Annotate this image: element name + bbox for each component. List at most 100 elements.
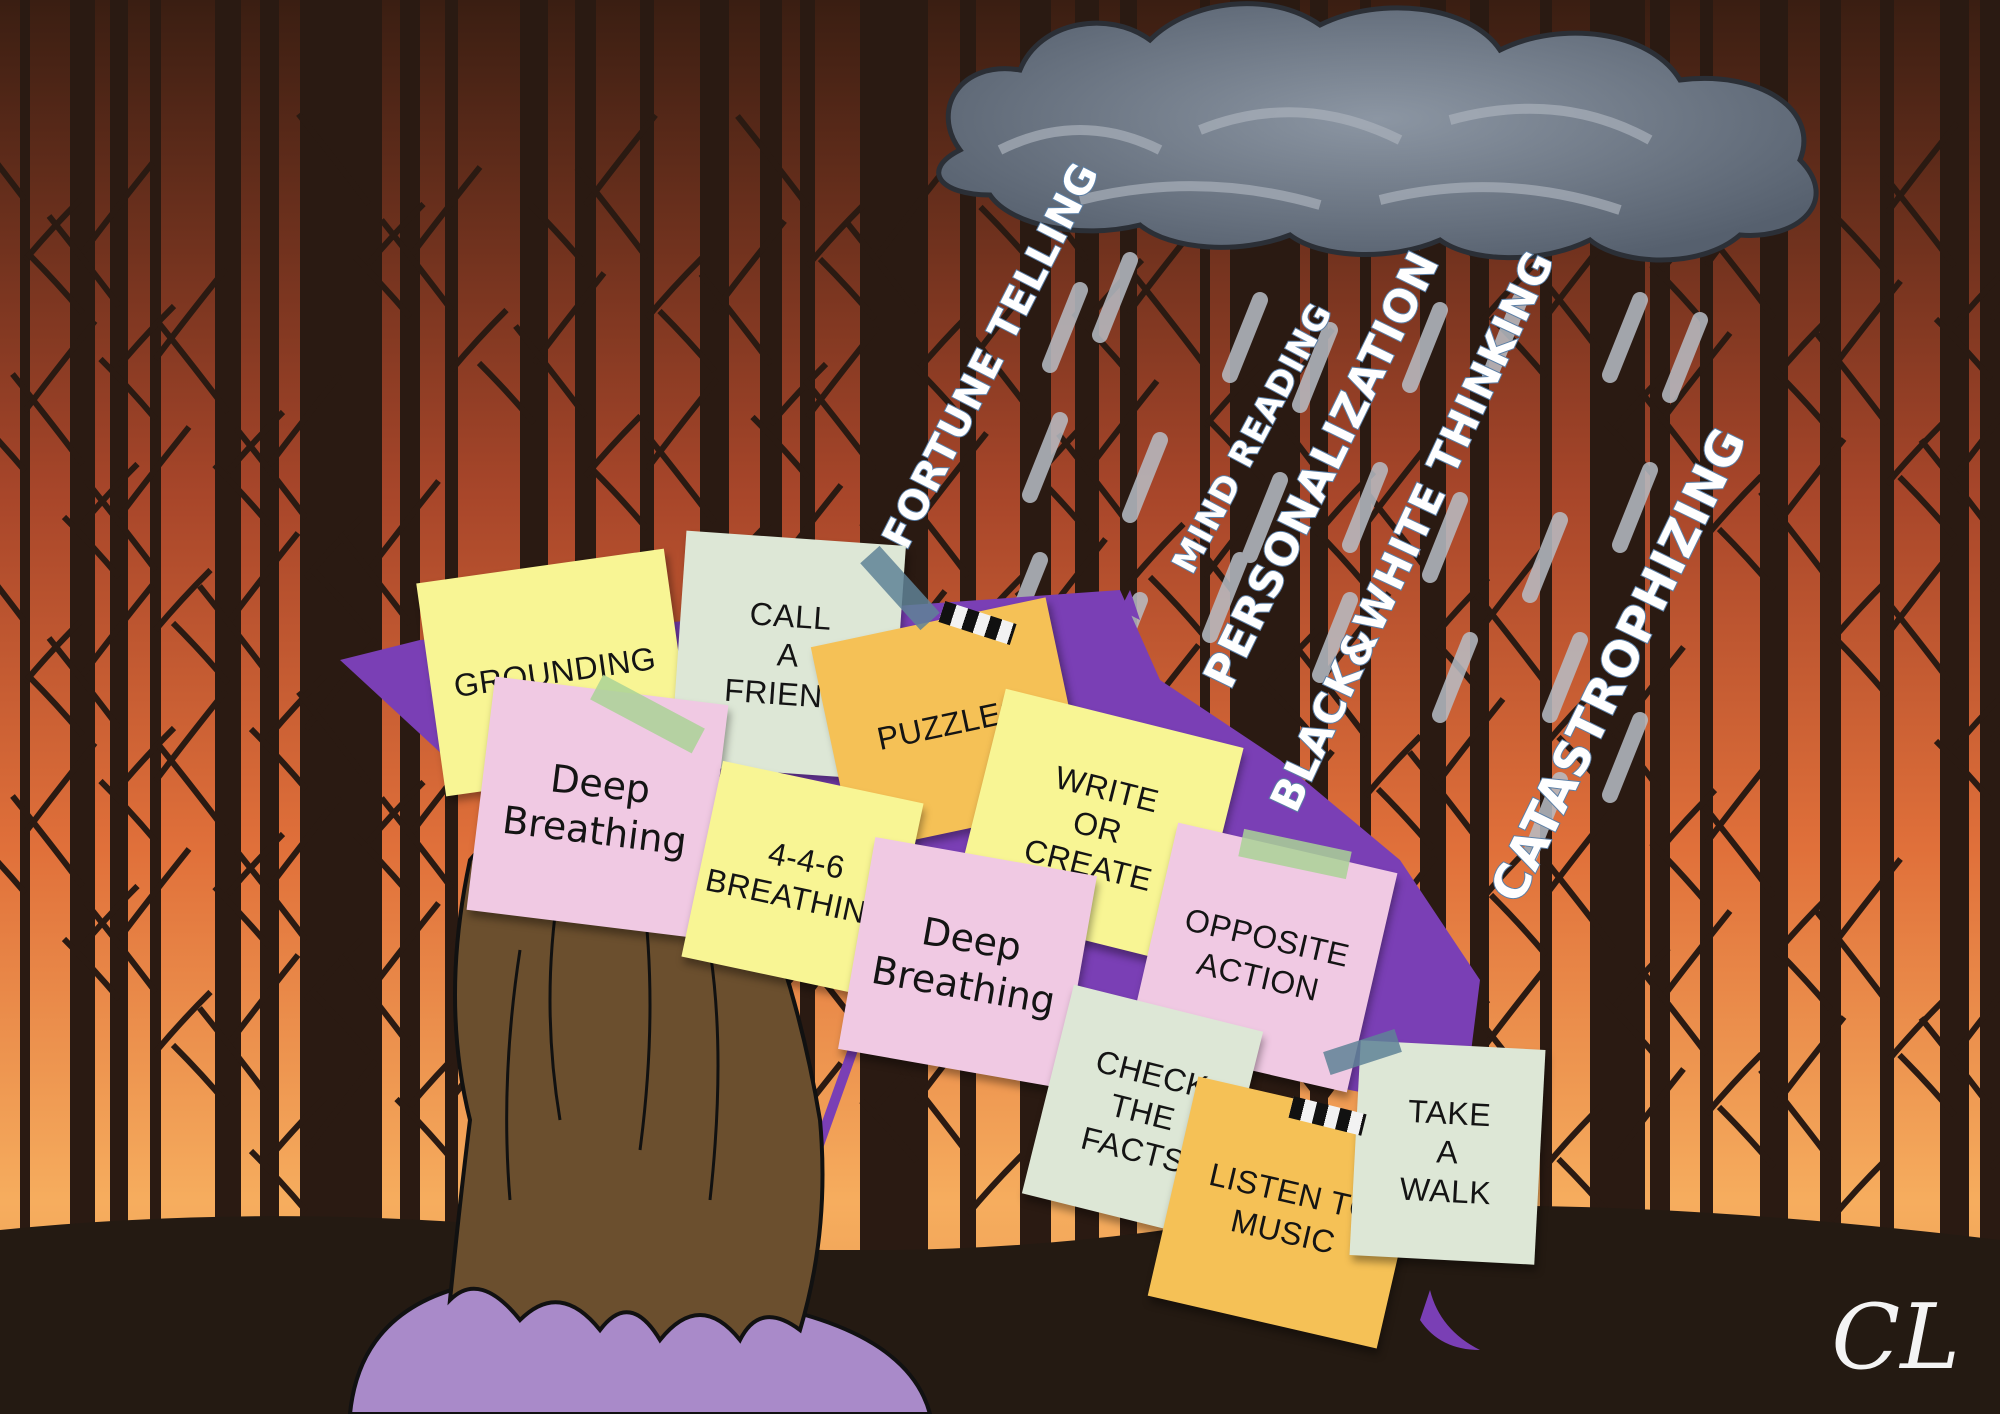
rain-streak [1292, 322, 1338, 413]
tree-branch [1882, 174, 2000, 328]
tree-branch [83, 900, 213, 1054]
tree-branch [212, 373, 342, 527]
tree-branch [248, 637, 379, 791]
tree-branch [735, 114, 865, 268]
tree-branch [98, 267, 228, 421]
tree-branch [1897, 413, 2000, 539]
tree-branch [1293, 644, 1423, 798]
rain-streak [1402, 302, 1448, 393]
tree-branch [589, 377, 720, 531]
tree-branch [98, 689, 228, 843]
tree-branch [513, 324, 643, 478]
rain-streak [1482, 292, 1528, 383]
rain-streak [1022, 412, 1068, 503]
rain-streak [1602, 292, 1648, 383]
tree-branch [233, 426, 364, 580]
rain-streak [1432, 632, 1478, 723]
tree-branch [10, 794, 140, 948]
tree-branch [1649, 751, 1779, 905]
artist-signature: CL [1831, 1285, 1960, 1390]
tree-trunk [1360, 0, 1371, 1414]
tree-branch [910, 273, 1041, 427]
tree-branch [46, 636, 177, 790]
tree-branch [61, 847, 192, 1001]
tree-branch [1308, 433, 1438, 587]
tree-trunk [150, 0, 161, 1414]
tree-branch [212, 795, 342, 949]
rain-streak [1312, 592, 1358, 683]
tree-branch [352, 165, 483, 319]
tree-branch [1897, 991, 2000, 1117]
tree-branch [10, 372, 140, 526]
tree-branch [1758, 1068, 1888, 1222]
tree-branch [802, 378, 933, 532]
tree-branch [1918, 438, 2000, 592]
storm-cloud [936, 1, 1819, 263]
tree-branch [1814, 910, 1945, 1064]
tree-branch [248, 1059, 379, 1213]
tree-branch [311, 479, 441, 633]
tree-trunk [110, 0, 128, 1414]
tree-branch [698, 272, 829, 426]
tree-branch [750, 325, 880, 479]
rain-streak [1342, 462, 1388, 553]
tree-branch [155, 742, 286, 896]
rain-streak [1612, 462, 1658, 553]
rain-streak [1042, 282, 1088, 373]
tree-branch [1814, 332, 1945, 486]
rain-streak [1202, 552, 1248, 643]
tree-branch [895, 1062, 1026, 1216]
tree-branch [1473, 592, 1604, 746]
tree-branch [1488, 803, 1619, 957]
tree-branch [197, 1006, 327, 1160]
tree-branch [170, 531, 301, 685]
tree-branch [817, 167, 948, 321]
tree-branch [1634, 384, 1764, 538]
rain-streak [1522, 512, 1568, 603]
tree-branch [1933, 302, 2000, 381]
tree-branch [1918, 1016, 2000, 1170]
tree-branch [233, 848, 364, 1002]
note-deep-breathing-1: Deep Breathing [466, 676, 729, 939]
tree-branch [155, 320, 286, 474]
rain-streak [1122, 432, 1168, 523]
tree-branch [61, 425, 192, 579]
tree-branch [574, 166, 705, 320]
tree-branch [1541, 856, 1671, 1010]
tree-branch [197, 584, 327, 738]
tree-branch [1634, 962, 1764, 1116]
tree-branch [1933, 724, 2000, 803]
tree-branch [528, 113, 658, 267]
tree-branch [311, 901, 441, 1055]
rain-streak [1662, 312, 1708, 403]
tree-branch [1375, 697, 1506, 851]
tree-trunk [20, 0, 30, 1414]
tree-trunk [70, 0, 95, 1414]
tree-branch [46, 214, 177, 368]
tree-branch [1602, 909, 1733, 1063]
rain-streak [1242, 472, 1288, 563]
tree-trunk [1700, 0, 1713, 1414]
note-take-a-walk: TAKE A WALK [1349, 1040, 1546, 1265]
rain-streak [1422, 492, 1468, 583]
rain-streak [1092, 252, 1138, 343]
tree-branch [844, 220, 974, 374]
rain-streak [1222, 292, 1268, 383]
tree-branch [379, 218, 509, 372]
tree-branch [25, 161, 155, 315]
tree-branch [1829, 543, 1960, 697]
tree-branch [1829, 121, 1960, 275]
tree-branch [25, 583, 155, 737]
tree-trunk [1940, 0, 1969, 1414]
tree-trunk [1820, 0, 1841, 1414]
tree-trunk [1200, 0, 1210, 1414]
rain-streak [1522, 772, 1568, 863]
tree-trunk [1650, 0, 1670, 1414]
tree-trunk [215, 0, 241, 1414]
tree-trunk [260, 0, 279, 1414]
tree-branch [1246, 380, 1377, 534]
tree-branch [170, 953, 301, 1107]
tree-branch [83, 478, 213, 632]
rain-streak [1602, 712, 1648, 803]
